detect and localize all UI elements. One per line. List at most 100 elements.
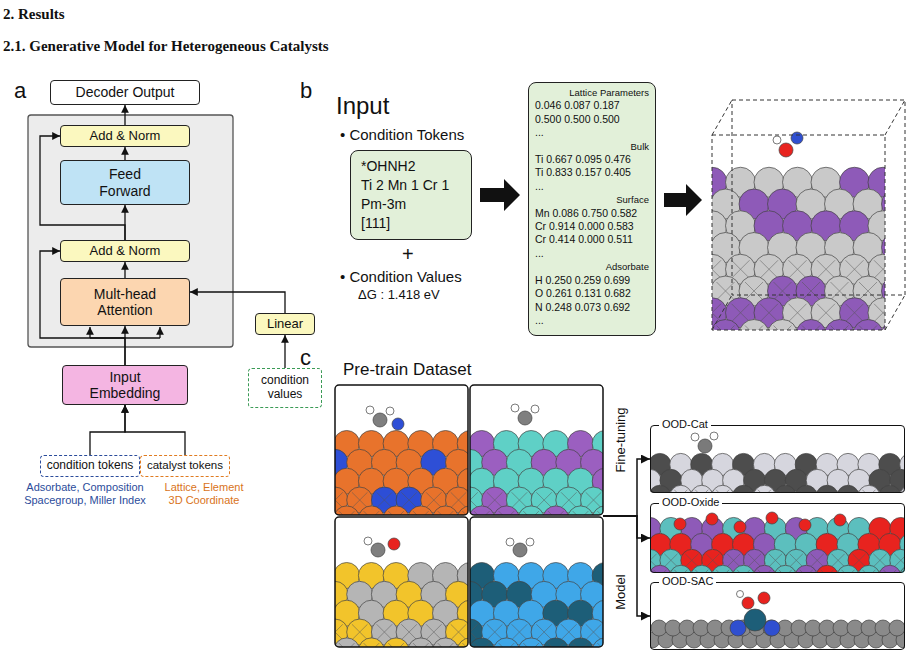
fixed-atom-cross <box>732 260 750 278</box>
block-arrow <box>664 184 702 216</box>
node-text: Mult-head Attention <box>83 286 168 318</box>
node-text: Decoder Output <box>76 84 175 100</box>
atom <box>511 404 519 412</box>
fixed-atom-cross <box>790 554 803 567</box>
atom <box>670 485 692 493</box>
atom-group <box>470 563 603 648</box>
atom <box>764 620 780 636</box>
node-text: H 0.250 0.259 0.699 <box>535 274 649 287</box>
atom <box>774 485 796 493</box>
atom <box>742 597 754 609</box>
ood-box: OOD-Oxide <box>650 503 905 573</box>
fixed-atom-cross <box>685 554 698 567</box>
fixed-atom-cross <box>712 304 721 322</box>
atom <box>364 537 372 545</box>
output-box: Decoder Output <box>50 80 200 105</box>
connector <box>90 405 125 455</box>
atom <box>371 543 385 557</box>
atom <box>707 620 723 636</box>
atom <box>386 407 394 415</box>
atom-group <box>470 431 603 516</box>
node-text: Cr 0.914 0.000 0.583 <box>535 220 649 233</box>
bullet-label: • Condition Tokens <box>340 126 464 143</box>
atom <box>358 506 384 515</box>
atom <box>712 320 741 331</box>
fixed-atom-cross <box>712 260 721 278</box>
atom <box>753 485 775 493</box>
atom <box>730 620 746 636</box>
node-text: N 0.248 0.073 0.692 <box>535 301 649 314</box>
atom <box>518 638 544 647</box>
atom <box>879 565 901 573</box>
connector <box>124 105 125 125</box>
fixed-atom-cross <box>487 492 503 508</box>
fixed-atom-cross <box>401 492 417 508</box>
atom-group <box>650 453 905 493</box>
node-text: condition values <box>254 374 316 402</box>
node-text: O 0.261 0.131 0.682 <box>535 287 649 300</box>
atom <box>691 433 699 441</box>
atom <box>795 485 817 493</box>
atom <box>373 413 387 427</box>
atom <box>791 620 807 636</box>
fixed-atom-cross <box>852 554 865 567</box>
node-text: Cr 0.414 0.000 0.511 <box>535 233 649 246</box>
condition-input-box: *OHNH2Ti 2 Mn 1 Cr 1Pm-3m[111] <box>350 150 472 240</box>
fixed-atom-cross <box>894 554 905 567</box>
fixed-atom-cross <box>789 260 807 278</box>
atom <box>650 565 671 573</box>
fixed-atom-cross <box>748 554 761 567</box>
connector <box>124 147 125 160</box>
atom-illustrations <box>309 132 915 657</box>
cell-back <box>732 100 905 295</box>
atom <box>733 565 755 573</box>
fixed-atom-cross <box>727 554 740 567</box>
connector <box>603 516 650 616</box>
atom <box>518 411 532 425</box>
node-text: OOD-Cat <box>659 418 711 431</box>
node-text: Surface <box>535 193 649 206</box>
node-text: Ti 0.833 0.157 0.405 <box>535 166 649 179</box>
attention-box: Mult-head Attention <box>60 278 190 326</box>
atom <box>875 620 891 636</box>
atom <box>733 485 755 493</box>
atom <box>879 485 901 493</box>
ood-box: OOD-SAC <box>650 582 905 650</box>
node-text: Adsorbate <box>535 260 649 273</box>
fixed-atom-cross <box>586 624 602 640</box>
atom <box>650 485 671 493</box>
fixed-atom-cross <box>335 492 343 508</box>
node-text: Pm-3m <box>361 195 406 214</box>
atom <box>698 439 712 453</box>
atom <box>799 519 811 531</box>
fixed-atom-cross <box>451 624 467 640</box>
atom <box>665 620 681 636</box>
figure-heading: 2.1. Generative Model for Heterogeneous … <box>3 38 329 55</box>
fixed-atom-cross <box>745 326 763 331</box>
node-text: Mn 0.086 0.750 0.582 <box>535 207 649 220</box>
fixed-atom-cross <box>664 554 677 567</box>
fixed-atom-cross <box>377 624 393 640</box>
atom <box>383 506 409 515</box>
connector <box>603 516 650 538</box>
dataset-frame <box>335 517 468 647</box>
node-text: Ti 0.667 0.095 0.476 <box>535 153 649 166</box>
fan-line <box>90 337 160 338</box>
fan-arrow <box>89 327 90 338</box>
token-box: condition tokens <box>40 455 140 477</box>
atom <box>853 320 883 331</box>
fixed-atom-cross <box>561 624 577 640</box>
norm-box: Add & Norm <box>60 125 190 147</box>
fixed-atom-cross <box>859 326 877 331</box>
node-text: 0.046 0.087 0.187 <box>535 99 649 112</box>
fixed-atom-cross <box>802 326 820 331</box>
fixed-atom-cross <box>802 282 820 300</box>
fixed-atom-cross <box>377 492 393 508</box>
fixed-atom-cross <box>352 624 368 640</box>
fixed-atom-cross <box>774 282 792 300</box>
fixed-atom-cross <box>817 304 835 322</box>
atom <box>670 565 692 573</box>
atom <box>816 485 838 493</box>
atom <box>768 320 798 331</box>
